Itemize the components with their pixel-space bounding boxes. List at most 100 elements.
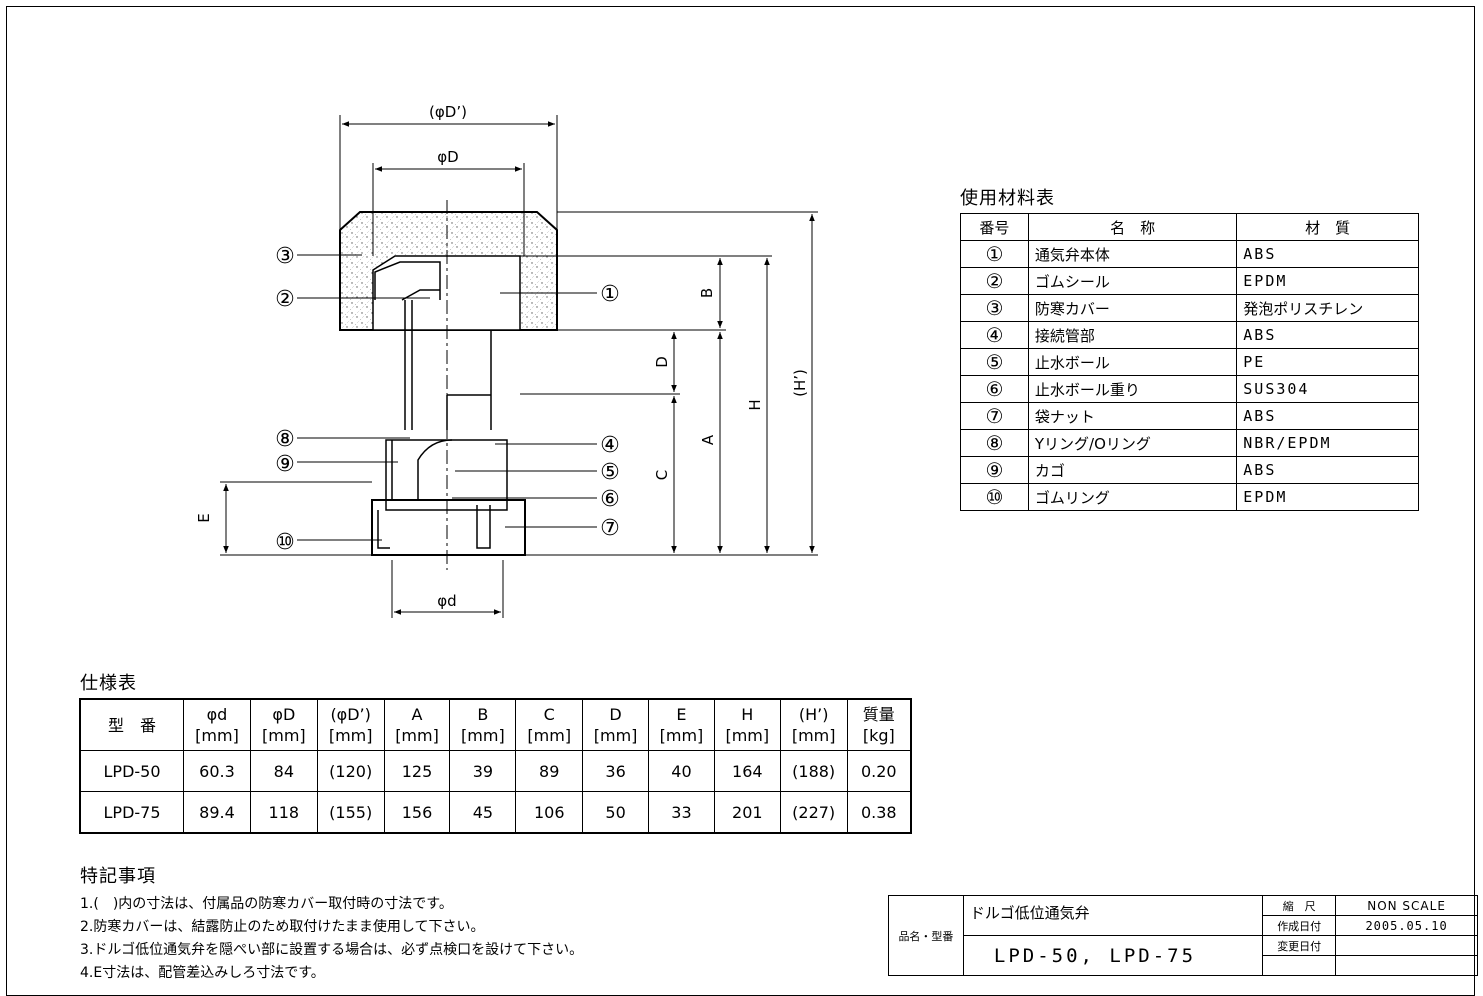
callout-9: ⑨ bbox=[275, 452, 295, 477]
spec-cell: 36 bbox=[582, 750, 650, 792]
notes-title: 特記事項 bbox=[80, 866, 156, 887]
spec-header-phiD: φD[mm] bbox=[249, 698, 318, 751]
valve-body bbox=[371, 261, 526, 556]
spec-cell: 156 bbox=[383, 791, 451, 834]
part-material: ABS bbox=[1236, 456, 1419, 484]
spec-header-Hprime: (H’)[mm] bbox=[779, 698, 848, 751]
scale-value: NON SCALE bbox=[1335, 895, 1478, 916]
spec-header-phid: φd[mm] bbox=[183, 698, 251, 751]
part-name: カゴ bbox=[1027, 456, 1238, 484]
part-material: ABS bbox=[1236, 240, 1419, 268]
part-material: EPDM bbox=[1236, 267, 1419, 295]
part-number: ⑨ bbox=[960, 456, 1029, 484]
dim-A: A bbox=[699, 434, 717, 445]
spec-cell: 89 bbox=[515, 750, 584, 792]
spec-cell: 89.4 bbox=[183, 791, 251, 834]
title-product-name: ドルゴ低位通気弁 bbox=[962, 895, 1264, 936]
dim-C: C bbox=[653, 470, 671, 480]
spec-header-B: B[mm] bbox=[449, 698, 517, 751]
callout-10: ⑩ bbox=[275, 530, 295, 555]
part-number: ① bbox=[960, 240, 1029, 268]
part-number: ⑩ bbox=[960, 483, 1029, 511]
materials-header-material: 材 質 bbox=[1236, 213, 1419, 241]
part-name: ゴムリング bbox=[1027, 483, 1238, 511]
spec-cell: (155) bbox=[316, 791, 385, 834]
part-number: ② bbox=[960, 267, 1029, 295]
part-name: 袋ナット bbox=[1027, 402, 1238, 430]
callout-1: ① bbox=[600, 282, 620, 307]
callout-3: ③ bbox=[275, 244, 295, 269]
part-material: NBR/EPDM bbox=[1236, 429, 1419, 457]
dim-E: E bbox=[195, 513, 213, 522]
title-models: LPD-50, LPD-75 bbox=[962, 935, 1264, 976]
spec-title: 仕様表 bbox=[80, 673, 137, 694]
spec-header-A: A[mm] bbox=[383, 698, 451, 751]
spec-header-row: 型 番 φd[mm] φD[mm] (φD’)[mm] A[mm] B[mm] … bbox=[79, 698, 912, 751]
note-item: 2.防寒カバーは、結露防止のため取付けたまま使用して下さい。 bbox=[80, 919, 485, 935]
changed-label: 変更日付 bbox=[1262, 935, 1337, 956]
part-number: ④ bbox=[960, 321, 1029, 349]
part-material: ABS bbox=[1236, 321, 1419, 349]
spec-cell: 39 bbox=[449, 750, 517, 792]
part-name: 止水ボール bbox=[1027, 348, 1238, 376]
spec-header-D: D[mm] bbox=[582, 698, 650, 751]
spec-cell: 118 bbox=[249, 791, 318, 834]
dim-phid: φd bbox=[437, 592, 456, 610]
dim-phiDprime: (φD’) bbox=[429, 103, 467, 121]
part-name: ゴムシール bbox=[1027, 267, 1238, 295]
callout-4: ④ bbox=[600, 433, 620, 458]
title-name-label: 品名・型番 bbox=[888, 895, 964, 976]
dim-D: D bbox=[653, 356, 671, 368]
spec-cell: 60.3 bbox=[183, 750, 251, 792]
spec-cell: 106 bbox=[515, 791, 584, 834]
dimension-lines bbox=[220, 115, 818, 618]
notes-list: 1.( )内の寸法は、付属品の防寒カバー取付時の寸法です。 2.防寒カバーは、結… bbox=[80, 893, 583, 985]
part-material: PE bbox=[1236, 348, 1419, 376]
part-number: ⑥ bbox=[960, 375, 1029, 403]
callout-5: ⑤ bbox=[600, 460, 620, 485]
part-material: SUS304 bbox=[1236, 375, 1419, 403]
part-name: Yリング/Oリング bbox=[1027, 429, 1238, 457]
note-item: 4.E寸法は、配管差込みしろ寸法です。 bbox=[80, 965, 325, 981]
materials-header-no: 番号 bbox=[960, 213, 1029, 241]
spec-cell: 50 bbox=[582, 791, 650, 834]
note-item: 3.ドルゴ低位通気弁を隠ぺい部に設置する場合は、必ず点検口を設けて下さい。 bbox=[80, 942, 584, 958]
callout-7: ⑦ bbox=[600, 516, 620, 541]
callout-2: ② bbox=[275, 287, 295, 312]
spec-cell: 0.20 bbox=[846, 750, 912, 792]
part-number: ⑧ bbox=[960, 429, 1029, 457]
spec-cell: 84 bbox=[249, 750, 318, 792]
part-name: 防寒カバー bbox=[1027, 294, 1238, 322]
note-item: 1.( )内の寸法は、付属品の防寒カバー取付時の寸法です。 bbox=[80, 896, 453, 912]
callout-8: ⑧ bbox=[275, 427, 295, 452]
table-row: LPD-50 60.3 84 (120) 125 39 89 36 40 164… bbox=[79, 750, 912, 792]
table-row: LPD-75 89.4 118 (155) 156 45 106 50 33 2… bbox=[79, 791, 912, 834]
callout-leaders bbox=[297, 254, 597, 541]
part-name: 止水ボール重り bbox=[1027, 375, 1238, 403]
materials-header-name: 名 称 bbox=[1027, 213, 1238, 241]
part-material: ABS bbox=[1236, 402, 1419, 430]
title-empty-cell bbox=[1262, 955, 1337, 976]
spec-header-E: E[mm] bbox=[648, 698, 715, 751]
spec-cell: 164 bbox=[713, 750, 781, 792]
part-name: 接続管部 bbox=[1027, 321, 1238, 349]
dim-B: B bbox=[698, 288, 716, 298]
dim-phiD: φD bbox=[437, 148, 458, 166]
spec-cell: 33 bbox=[648, 791, 715, 834]
part-name: 通気弁本体 bbox=[1027, 240, 1238, 268]
title-block: 品名・型番 ドルゴ低位通気弁 縮 尺 NON SCALE 作成日付 2005.0… bbox=[888, 895, 1478, 976]
part-number: ③ bbox=[960, 294, 1029, 322]
spec-cell: (120) bbox=[316, 750, 385, 792]
part-number: ⑦ bbox=[960, 402, 1029, 430]
part-material: 発泡ポリスチレン bbox=[1236, 294, 1419, 322]
part-material: EPDM bbox=[1236, 483, 1419, 511]
